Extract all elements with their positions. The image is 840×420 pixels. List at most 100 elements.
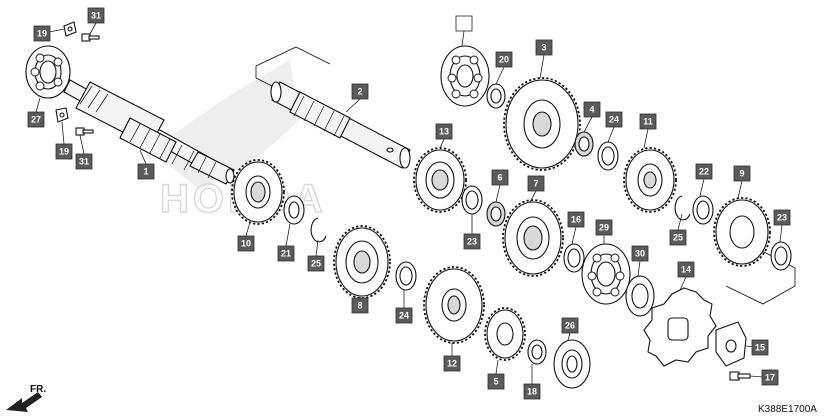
- washer-18[interactable]: [527, 339, 547, 365]
- gear-11[interactable]: [623, 147, 677, 213]
- label-10-box[interactable]: [237, 235, 255, 252]
- label-24-right-leader: [607, 126, 615, 143]
- label-9-box[interactable]: [733, 165, 751, 182]
- label-17-box[interactable]: [761, 369, 779, 386]
- washer-23-right[interactable]: [770, 241, 792, 271]
- label-10-leader: [245, 221, 251, 237]
- label-11-leader: [643, 128, 649, 149]
- bushing-4[interactable]: [574, 131, 594, 157]
- label-20-box[interactable]: [495, 51, 513, 68]
- countershaft[interactable]: [270, 81, 411, 169]
- bearing-26[interactable]: [553, 339, 591, 389]
- label-13-box[interactable]: [435, 123, 453, 140]
- bolt-17[interactable]: [729, 371, 751, 381]
- drive-sprocket-14[interactable]: [643, 287, 717, 367]
- label-12-box[interactable]: [443, 355, 461, 372]
- washer-22[interactable]: [692, 195, 714, 225]
- gear-13[interactable]: [413, 147, 467, 213]
- label-31-bottom: 31: [79, 157, 89, 167]
- circlip-25-left[interactable]: [310, 217, 327, 243]
- washer-20[interactable]: [486, 83, 506, 109]
- label-30-leader: [637, 260, 641, 277]
- label-5-leader: [495, 359, 499, 375]
- label-30-box[interactable]: [631, 245, 649, 262]
- washer-24-right[interactable]: [597, 141, 619, 171]
- label-25-right-box[interactable]: [669, 229, 687, 246]
- label-24-right: 24: [609, 115, 619, 125]
- label-2: 2: [357, 87, 362, 97]
- label-15-box[interactable]: [751, 339, 769, 356]
- setting-plate-19-bottom[interactable]: [55, 107, 69, 123]
- label-14-leader: [679, 276, 687, 291]
- label-7-leader: [529, 190, 537, 203]
- label-19-top-box[interactable]: [33, 25, 51, 42]
- gear-3[interactable]: [503, 77, 581, 171]
- mainshaft[interactable]: [63, 79, 235, 185]
- label-25-left-box[interactable]: [307, 255, 325, 272]
- label-16-leader: [571, 226, 577, 245]
- label-8: 8: [357, 301, 362, 311]
- label-8-box[interactable]: [351, 297, 369, 314]
- label-22-leader: [699, 178, 705, 197]
- label-27-leader: [35, 97, 41, 113]
- label-2-box[interactable]: [351, 83, 369, 100]
- oil-seal-30[interactable]: [625, 275, 655, 317]
- label-23-right-leader: [779, 224, 783, 243]
- label-27-box[interactable]: [27, 111, 45, 128]
- label-26-box[interactable]: [561, 317, 579, 334]
- label-3-box[interactable]: [535, 39, 553, 56]
- label-13-leader: [439, 138, 445, 149]
- fixing-plate-15[interactable]: [715, 321, 747, 367]
- label-16-box[interactable]: [567, 211, 585, 228]
- washer-24-left[interactable]: [395, 261, 417, 291]
- label-24-right-box[interactable]: [605, 111, 623, 128]
- gear-5[interactable]: [484, 307, 526, 361]
- bearing-29[interactable]: [581, 243, 631, 305]
- label-23-right-box[interactable]: [773, 209, 791, 226]
- label-23-left: 23: [467, 237, 477, 247]
- gear-9[interactable]: [713, 197, 771, 267]
- bearing-27[interactable]: [25, 45, 71, 99]
- label-blank-box[interactable]: [455, 15, 473, 32]
- bolt-31-top[interactable]: [81, 33, 100, 42]
- gear-12[interactable]: [423, 266, 485, 344]
- setting-plate-19-top[interactable]: [63, 21, 77, 37]
- label-27: 27: [31, 115, 41, 125]
- label-1-box[interactable]: [137, 163, 155, 180]
- gear-7[interactable]: [502, 199, 564, 277]
- label-11-box[interactable]: [639, 113, 657, 130]
- label-4: 4: [589, 105, 594, 115]
- washer-16[interactable]: [563, 243, 585, 273]
- label-1-leader: [139, 149, 147, 165]
- label-19-bottom-box[interactable]: [55, 143, 73, 160]
- label-blank-leader: [461, 30, 465, 47]
- label-31-top-leader: [89, 22, 97, 35]
- label-18-box[interactable]: [523, 383, 541, 400]
- bearing-top[interactable]: [440, 45, 490, 107]
- label-26: 26: [565, 321, 575, 331]
- gear-8[interactable]: [333, 225, 391, 299]
- label-29-box[interactable]: [595, 219, 613, 236]
- circlip-25-right[interactable]: [674, 195, 691, 221]
- label-31-top-box[interactable]: [87, 7, 105, 24]
- washer-21[interactable]: [283, 195, 305, 225]
- bolt-31-bottom[interactable]: [75, 127, 94, 136]
- label-21-box[interactable]: [277, 245, 295, 262]
- bushing-6[interactable]: [486, 201, 506, 227]
- label-5-box[interactable]: [487, 373, 505, 390]
- label-31-bottom-box[interactable]: [75, 153, 93, 170]
- diagram-code: K388E1700A: [758, 404, 817, 415]
- label-24-left-box[interactable]: [395, 307, 413, 324]
- label-24-left: 24: [399, 311, 409, 321]
- label-22-box[interactable]: [695, 163, 713, 180]
- label-12: 12: [447, 359, 457, 369]
- label-14-box[interactable]: [677, 261, 695, 278]
- label-6-box[interactable]: [491, 169, 509, 186]
- label-7-box[interactable]: [527, 175, 545, 192]
- label-23-left-box[interactable]: [463, 233, 481, 250]
- label-4-box[interactable]: [583, 101, 601, 118]
- washer-23-left[interactable]: [461, 185, 483, 215]
- label-6: 6: [497, 173, 502, 183]
- label-10: 10: [241, 239, 251, 249]
- gear-10[interactable]: [231, 159, 285, 225]
